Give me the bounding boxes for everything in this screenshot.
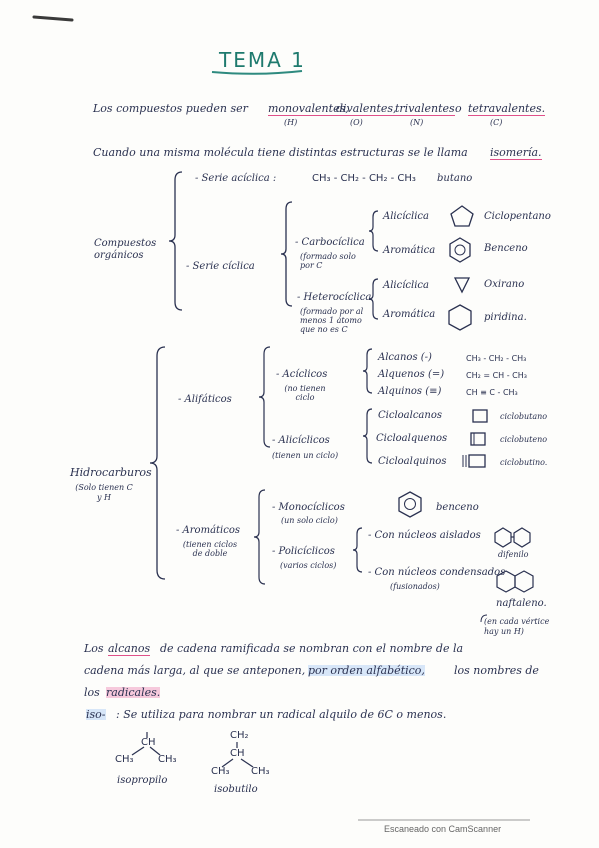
aromatica-2: Aromática <box>383 309 436 320</box>
butano-name: butano <box>437 173 473 184</box>
oxirano: Oxirano <box>484 279 525 290</box>
ciclobutino: ciclobutino. <box>500 458 548 467</box>
alifaticos: - Alifáticos <box>178 394 232 405</box>
monociclicos-note: (un solo ciclo) <box>281 516 338 525</box>
isomeria-text: Cuando una misma molécula tiene distinta… <box>93 146 468 159</box>
sub-c: (C) <box>490 118 503 127</box>
monociclicos: - Monocíclicos <box>272 502 345 513</box>
isomeria-term: isomería. <box>490 146 542 160</box>
alcanos-p2: de cadena ramificada se nombran con el n… <box>160 642 464 655</box>
type-monovalentes: monovalentes, <box>268 102 349 116</box>
isopropilo-left: CH₃ <box>115 754 134 765</box>
serie-ciclica: - Serie cíclica <box>186 261 255 272</box>
type-trivalentes: trivalentes <box>395 102 455 116</box>
sub-n: (N) <box>410 118 424 127</box>
alquenos-item: Alquenos (=) <box>378 369 445 380</box>
serie-aciclica: - Serie acíclica : <box>195 173 277 184</box>
iso-text: : Se utiliza para nombrar un radical alq… <box>116 708 447 721</box>
iso-term: iso- <box>86 708 106 721</box>
isobutilo-name: isobutilo <box>214 784 258 795</box>
isobutilo-left: CH₃ <box>211 766 230 777</box>
nucleos-condensados: - Con núcleos condensados <box>368 567 506 578</box>
aromaticos: - Aromáticos <box>176 525 240 536</box>
aliciclica-1: Alicíclica <box>383 211 429 222</box>
carbociclica-note: (formado solo por C <box>300 252 356 270</box>
difenilo: difenilo <box>498 550 529 559</box>
alcanos-p5: los <box>84 686 100 699</box>
aliciclicos: - Alicíclicos <box>272 435 330 446</box>
organicos-label: Compuestos orgánicos <box>94 238 157 261</box>
heterociclica: - Heterocíclica <box>297 292 372 303</box>
alcanos-formula: CH₃ - CH₂ - CH₃ <box>466 354 527 363</box>
isopropilo-right: CH₃ <box>158 754 177 765</box>
condensados-note: (fusionados) <box>390 582 440 591</box>
ciclobutano: ciclobutano <box>500 412 548 421</box>
alcanos-p4: los nombres de <box>454 664 539 677</box>
cicloalcanos-item: Cicloalcanos <box>378 410 442 421</box>
naftaleno: naftaleno. <box>496 598 547 609</box>
intro-text: Los compuestos pueden ser <box>93 102 248 115</box>
alquenos-formula: CH₂ = CH - CH₃ <box>466 371 527 380</box>
aromaticos-note: (tienen ciclos de doble <box>182 540 238 558</box>
type-tetravalentes: tetravalentes. <box>468 102 546 116</box>
alcanos-p3: cadena más larga, al que se anteponen, <box>84 664 306 677</box>
isobutilo-right: CH₃ <box>251 766 270 777</box>
alcanos-orden: por orden alfabético, <box>308 664 425 677</box>
butano-formula: CH₃ - CH₂ - CH₂ - CH₃ <box>312 173 416 184</box>
policiclicos: - Policíclicos <box>272 546 335 557</box>
isopropilo-ch: CH <box>141 737 156 748</box>
carbociclica: - Carbocíclica <box>295 237 365 248</box>
alquinos-item: Alquinos (≡) <box>378 386 442 397</box>
benceno-1: Benceno <box>484 243 528 254</box>
aciclicos-note: (no tienen ciclo <box>284 384 326 402</box>
alcanos-p1: Los <box>84 642 104 655</box>
heterociclica-note: (formado por al menos 1 átomo que no es … <box>300 307 364 334</box>
aciclicos: - Acíclicos <box>276 369 328 380</box>
nucleos-aislados: - Con núcleos aislados <box>368 530 481 541</box>
type-divalentes: divalentes, <box>336 102 397 116</box>
alcanos-item: Alcanos (-) <box>378 352 432 363</box>
ciclopentano: Ciclopentano <box>484 211 551 222</box>
sub-o: (O) <box>350 118 363 127</box>
isopropilo-name: isopropilo <box>117 775 168 786</box>
benceno-2: benceno <box>436 502 479 513</box>
cicloalquenos-item: Cicloalquenos <box>376 433 448 444</box>
aromatica-1: Aromática <box>383 245 436 256</box>
cicloalquinos-item: Cicloalquinos <box>378 456 447 467</box>
piridina: piridina. <box>484 312 527 323</box>
footer-camscanner: Escaneado con CamScanner <box>384 824 502 834</box>
sub-h: (H) <box>284 118 298 127</box>
vertex-note: (en cada vértice hay un H) <box>484 617 550 636</box>
intro-or: o <box>455 102 462 115</box>
isobutilo-ch: CH <box>230 748 245 759</box>
hidrocarburos-note: (Solo tienen C y H <box>75 483 133 502</box>
alcanos-term: alcanos <box>108 642 151 656</box>
isobutilo-top: CH₂ <box>230 730 249 741</box>
policiclicos-note: (varios ciclos) <box>280 561 337 570</box>
aliciclica-2: Alicíclica <box>383 280 429 291</box>
page-title: TEMA 1 <box>219 48 306 72</box>
hidrocarburos-label: Hidrocarburos <box>70 466 152 479</box>
aliciclicos-note: (tienen un ciclo) <box>272 451 339 460</box>
alquinos-formula: CH ≡ C - CH₃ <box>466 388 518 397</box>
ciclobuteno: ciclobuteno <box>500 435 548 444</box>
alcanos-radicales: radicales. <box>106 686 161 699</box>
